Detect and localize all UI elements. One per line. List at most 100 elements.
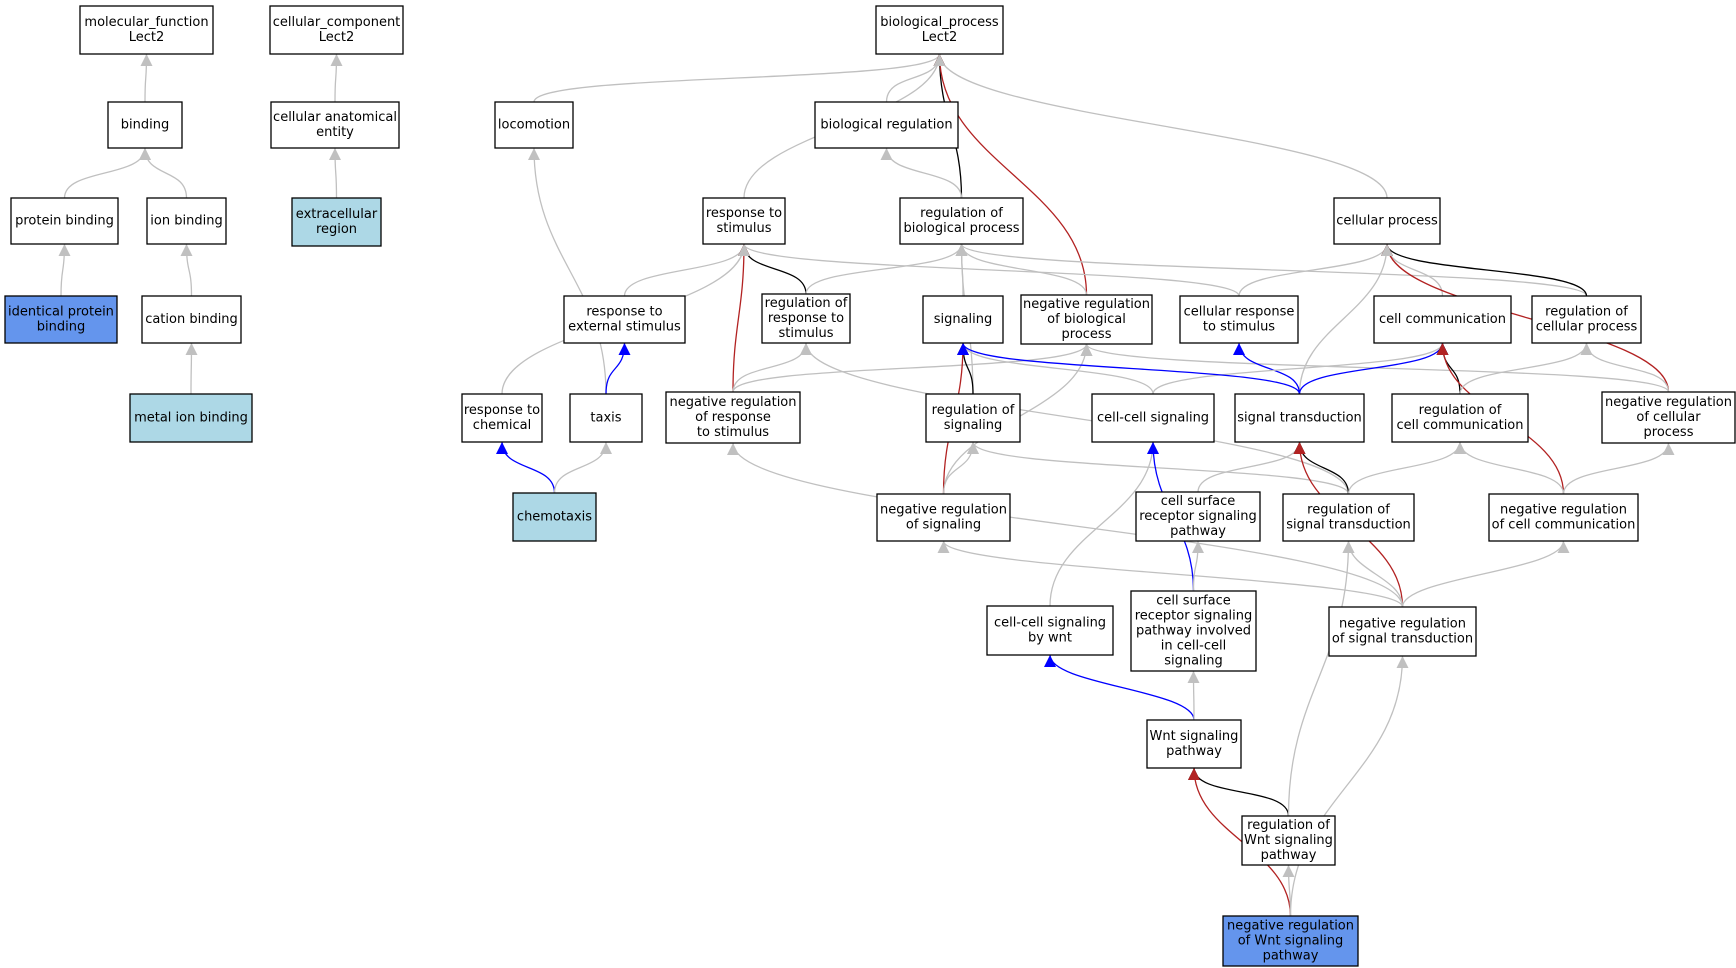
node-box: [461, 393, 543, 443]
node-label: cell communication: [1396, 418, 1523, 433]
node-label: of Wnt signaling: [1238, 934, 1344, 949]
node-box: [761, 293, 851, 344]
node-box: [1488, 493, 1639, 542]
node-label: of response: [695, 410, 771, 425]
node-bioreg[interactable]: biological regulation: [814, 101, 959, 149]
node-box: [1282, 493, 1415, 542]
node-cellcomm[interactable]: cell communication: [1373, 295, 1512, 344]
node-metalbind[interactable]: metal ion binding: [129, 393, 253, 443]
edge-is-a: [1562, 442, 1675, 495]
edge-is-a: [727, 442, 1404, 608]
node-label: pathway: [1261, 848, 1317, 863]
node-box: [899, 197, 1024, 245]
node-label: stimulus: [778, 326, 833, 341]
node-label: negative regulation: [1339, 617, 1466, 632]
node-label: receptor signaling: [1139, 509, 1257, 524]
node-label: signal transduction: [1237, 411, 1362, 426]
edge-is-a: [1191, 540, 1204, 592]
node-protbind[interactable]: protein binding: [10, 197, 119, 245]
node-label: cellular anatomical: [273, 110, 397, 125]
node-label: cellular process: [1336, 214, 1438, 229]
node-cationbind[interactable]: cation binding: [141, 295, 242, 344]
edge-is-a: [885, 53, 946, 103]
edge-part-of: [1298, 342, 1449, 395]
edge-part-of: [1044, 654, 1195, 721]
node-label: negative regulation: [1227, 919, 1354, 934]
node-box: [563, 295, 686, 344]
node-label: Wnt signaling: [1244, 833, 1333, 848]
node-box: [1601, 391, 1736, 444]
node-ccsig[interactable]: cell-cell signaling: [1091, 393, 1215, 443]
node-binding[interactable]: binding: [107, 101, 183, 149]
node-box: [702, 197, 786, 245]
node-label: pathway: [1263, 949, 1319, 964]
edge-is-a: [880, 147, 963, 199]
edge-is-a: [139, 147, 188, 199]
node-signaling[interactable]: signaling: [922, 295, 1004, 344]
node-label: of cellular: [1636, 410, 1701, 425]
node-label: by wnt: [1028, 631, 1072, 646]
node-box: [1222, 915, 1359, 967]
node-label: chemical: [473, 418, 531, 433]
node-label: cell-cell signaling: [994, 616, 1106, 631]
node-box: [569, 393, 643, 443]
node-label: Lect2: [319, 30, 355, 45]
node-ionbind[interactable]: ion binding: [146, 197, 227, 245]
node-label: receptor signaling: [1135, 609, 1253, 624]
node-label: external stimulus: [568, 320, 681, 335]
node-box: [1130, 590, 1257, 672]
node-box: [1241, 815, 1336, 866]
node-label: to stimulus: [1203, 320, 1275, 335]
node-label: of signal transduction: [1332, 632, 1473, 647]
edge-is-a: [1298, 243, 1393, 395]
node-label: negative regulation: [1500, 503, 1627, 518]
node-chemotaxis[interactable]: chemotaxis: [512, 492, 597, 542]
node-box: [141, 295, 242, 344]
node-box: [1135, 491, 1261, 542]
edge-is-a: [1197, 441, 1306, 493]
node-label: signal transduction: [1286, 518, 1411, 533]
node-sigtrans[interactable]: signal transduction: [1234, 393, 1365, 443]
node-box: [4, 295, 118, 344]
edge-is-a: [1381, 243, 1444, 297]
edge-part-of: [496, 441, 556, 494]
node-box: [925, 393, 1021, 443]
node-label: taxis: [590, 411, 621, 426]
node-locomotion[interactable]: locomotion: [494, 101, 574, 149]
node-cellproc[interactable]: cellular process: [1333, 197, 1441, 245]
node-label: binding: [121, 118, 169, 133]
node-label: response to: [768, 311, 844, 326]
node-label: Lect2: [129, 30, 165, 45]
node-taxis[interactable]: taxis: [569, 393, 643, 443]
node-label: stimulus: [716, 221, 771, 236]
